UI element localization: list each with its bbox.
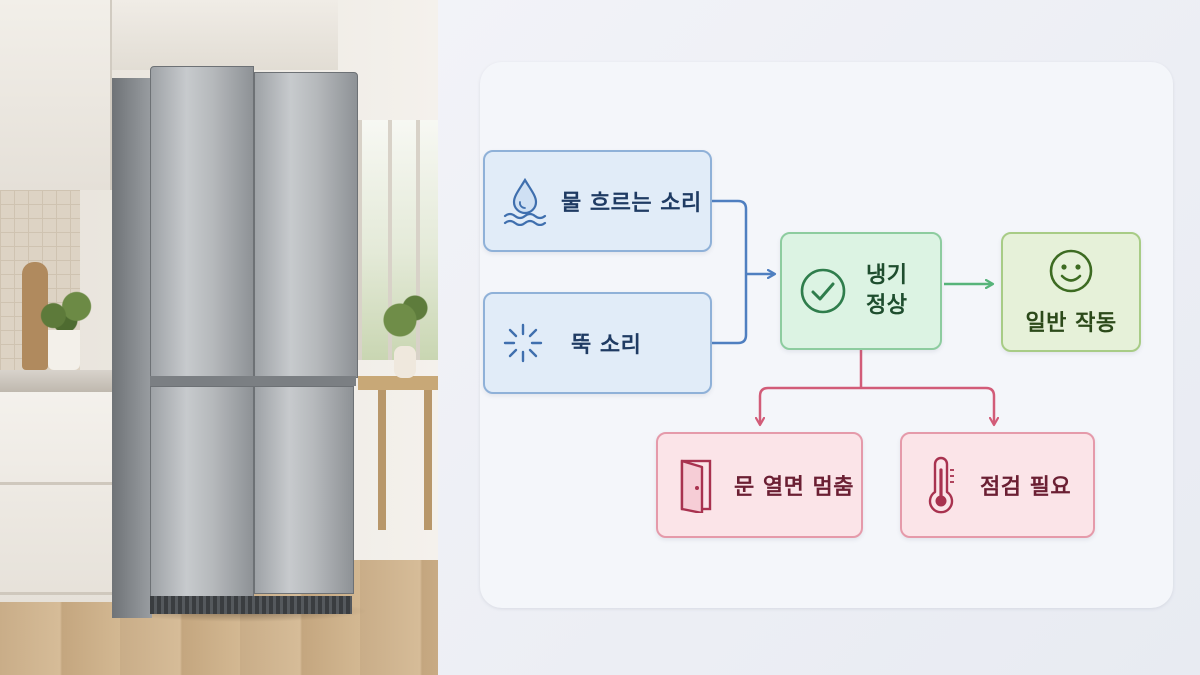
upper-cabinet	[0, 0, 112, 190]
vase	[394, 346, 416, 378]
upper-cabinet-over-fridge	[112, 0, 338, 70]
crackle-sound-label: 뚝 소리	[571, 333, 642, 358]
lower-cabinet	[0, 392, 134, 602]
fridge-door-bottom-right	[254, 386, 354, 594]
fridge-door-bottom-left	[150, 386, 254, 598]
node-stops-when-door-open: 문 열면 멈춤	[656, 432, 863, 538]
node-inspection-needed: 점검 필요	[900, 432, 1095, 538]
fridge-side-panel	[112, 78, 152, 618]
node-cooling-normal: 냉기 정상	[780, 232, 942, 350]
check-circle-icon	[800, 268, 846, 314]
fridge-door-top-left	[150, 66, 254, 378]
fridge-handle-bar	[150, 376, 356, 386]
door-stop-label: 문 열면 멈춤	[734, 475, 855, 500]
fridge-door-top-right	[254, 72, 358, 378]
countertop	[0, 370, 138, 392]
normal-operation-label: 일반 작동	[1025, 311, 1117, 336]
node-normal-operation: 일반 작동	[1001, 232, 1141, 352]
connector-water-to-center	[712, 199, 748, 345]
arrow-to-door-branch	[760, 386, 861, 424]
vase-plant	[380, 290, 430, 350]
thermometer-icon	[928, 456, 954, 514]
cooling-label-line1: 냉기	[866, 263, 908, 288]
water-sound-label: 물 흐르는 소리	[561, 191, 702, 216]
arrow-to-check-branch	[861, 386, 994, 424]
plant-pot	[48, 330, 80, 370]
smiley-icon	[1049, 249, 1093, 293]
door-icon	[680, 459, 712, 513]
node-water-sound: 물 흐르는 소리	[483, 150, 712, 252]
dining-table	[358, 376, 438, 390]
fridge-kick-grille	[150, 596, 352, 614]
water-drop-icon	[503, 177, 547, 226]
cooling-label-line2: 정상	[866, 293, 908, 318]
node-crackle-sound: 뚝 소리	[483, 292, 712, 394]
potted-plant	[36, 288, 94, 334]
refrigerator-photo	[0, 0, 438, 675]
crackle-icon	[503, 323, 543, 363]
inspection-label: 점검 필요	[980, 475, 1072, 500]
